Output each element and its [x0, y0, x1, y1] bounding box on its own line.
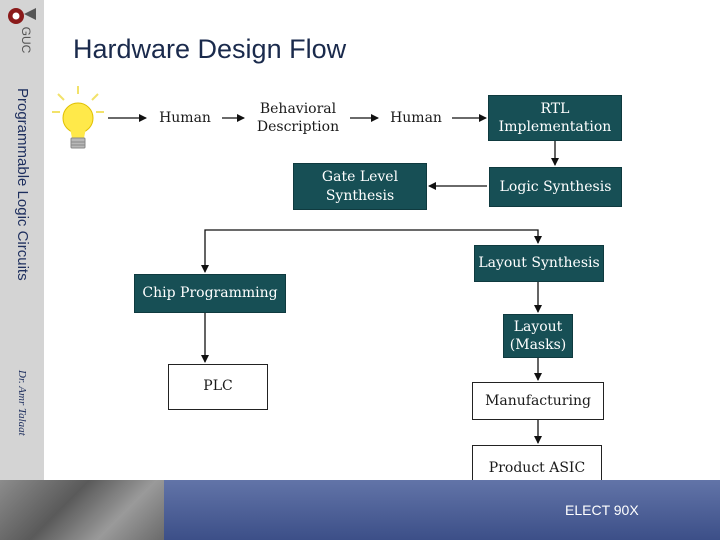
- arrow-split-layout: [474, 229, 542, 244]
- node-logic-synthesis: Logic Synthesis: [489, 167, 622, 207]
- node-layout-masks: Layout (Masks): [503, 314, 573, 358]
- sidebar: GUC Programmable Logic Circuits Dr. Amr …: [0, 0, 44, 540]
- node-plc: PLC: [168, 364, 268, 410]
- logo-text: GUC: [19, 27, 33, 54]
- circuit-board-image: [0, 480, 164, 540]
- node-behavioral-description: Behavioral Description: [246, 96, 350, 140]
- node-manufacturing: Manufacturing: [472, 382, 604, 420]
- node-gate-level-synthesis: Gate Level Synthesis: [293, 163, 427, 210]
- arrow-split-chip: [201, 229, 474, 273]
- slide-title: Hardware Design Flow: [73, 34, 347, 64]
- node-chip-programming: Chip Programming: [134, 274, 286, 313]
- node-layout-synthesis: Layout Synthesis: [474, 245, 604, 282]
- lightbulb-icon: [52, 86, 104, 149]
- node-human-2: Human: [380, 98, 452, 138]
- footer-course-code: ELECT 90X: [565, 502, 639, 518]
- footer-band: [164, 480, 720, 540]
- guc-logo: GUC: [8, 8, 36, 54]
- node-human-1: Human: [148, 98, 222, 138]
- node-rtl-implementation: RTL Implementation: [488, 95, 622, 141]
